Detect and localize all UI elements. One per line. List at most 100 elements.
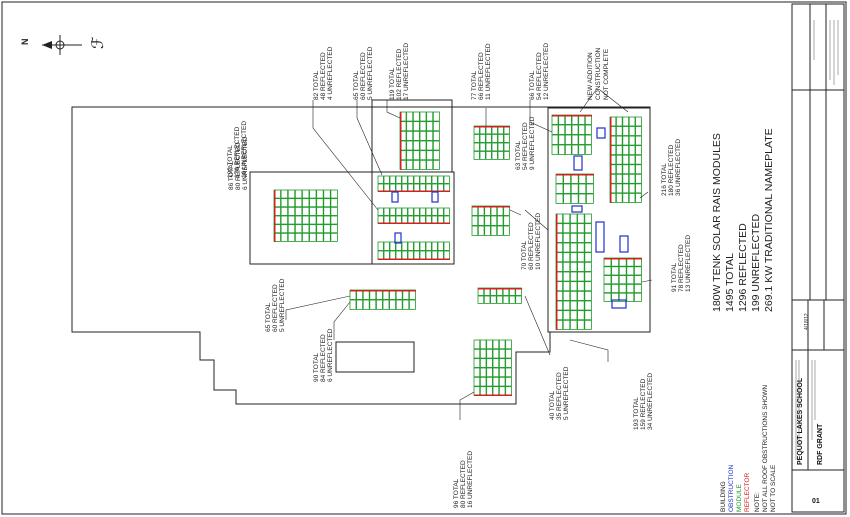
solar-module xyxy=(383,215,390,224)
solar-module xyxy=(570,193,579,204)
solar-module xyxy=(395,241,402,251)
solar-module xyxy=(564,134,572,145)
solar-module xyxy=(401,241,408,251)
solar-module xyxy=(586,183,594,194)
solar-module xyxy=(473,134,480,143)
solar-module xyxy=(634,266,642,276)
solar-module xyxy=(316,215,324,225)
solar-module xyxy=(584,281,592,292)
array-label-total: 65 TOTAL xyxy=(353,70,360,100)
solar-module xyxy=(497,151,504,160)
solar-module xyxy=(486,348,493,359)
leader-line xyxy=(579,89,597,113)
obstruction xyxy=(573,155,583,171)
solar-module xyxy=(323,206,331,216)
array-label-unreflected: 36 UNREFLECTED xyxy=(675,139,682,196)
array-label-reflected: 159 REFLECTED xyxy=(640,378,647,430)
solar-module xyxy=(483,295,491,304)
solar-module xyxy=(584,271,592,282)
solar-module xyxy=(419,250,426,260)
solar-module xyxy=(486,358,493,368)
obstruction xyxy=(619,235,629,253)
array-label-total: 66 TOTAL xyxy=(529,70,536,100)
solar-module xyxy=(323,198,331,208)
solar-module xyxy=(616,183,623,194)
solar-module xyxy=(383,175,390,184)
array-label-unreflected: 9 UNREFLECTED xyxy=(529,116,536,170)
solar-module xyxy=(577,281,585,292)
solar-module xyxy=(479,134,486,143)
solar-module xyxy=(377,175,384,184)
solar-module xyxy=(287,206,296,216)
module-array xyxy=(603,257,642,302)
leader-line xyxy=(524,209,549,231)
summary-line: 199 UNREFLECTED xyxy=(750,214,762,312)
solar-module xyxy=(570,223,578,234)
north-arrow-icon: N ℱ xyxy=(20,35,107,55)
solar-module xyxy=(551,134,559,145)
solar-module xyxy=(584,232,592,243)
solar-module xyxy=(578,134,586,145)
solar-module xyxy=(616,145,623,156)
solar-module xyxy=(389,183,396,192)
solar-module xyxy=(603,283,612,293)
legend-module: MODULE xyxy=(736,484,743,512)
solar-module xyxy=(473,358,481,368)
solar-module xyxy=(626,266,635,276)
solar-module xyxy=(570,271,578,282)
solar-module xyxy=(406,121,414,132)
reflector xyxy=(378,258,450,260)
solar-module xyxy=(406,140,414,151)
solar-module xyxy=(431,175,438,184)
legend: BUILDING OBSTRUCTION MODULE REFLECTOR NO… xyxy=(720,385,777,512)
solar-module xyxy=(505,358,512,368)
solar-module xyxy=(584,213,592,224)
solar-module xyxy=(618,292,627,302)
solar-module xyxy=(426,140,434,151)
solar-module xyxy=(473,151,480,160)
leader-line xyxy=(356,100,383,176)
solar-module xyxy=(505,348,512,359)
solar-module xyxy=(302,224,310,234)
solar-module xyxy=(622,116,629,127)
module-array xyxy=(473,125,510,160)
solar-module xyxy=(425,250,432,260)
solar-module xyxy=(558,144,566,155)
roof-obstruction xyxy=(335,341,415,373)
solar-module xyxy=(443,215,450,224)
solar-module xyxy=(431,183,438,192)
solar-module xyxy=(635,145,642,156)
solar-module xyxy=(316,232,324,242)
solar-module xyxy=(323,232,331,242)
solar-module xyxy=(577,232,585,243)
solar-module xyxy=(294,189,303,199)
solar-module xyxy=(571,124,579,135)
solar-module xyxy=(584,252,592,263)
solar-module xyxy=(412,140,420,151)
solar-module xyxy=(477,215,485,226)
array-label-total: 77 TOTAL xyxy=(471,70,478,100)
solar-module xyxy=(486,376,493,387)
array-label-unreflected: 16 UNREFLECTED xyxy=(467,451,474,508)
solar-module xyxy=(413,215,420,224)
solar-module xyxy=(496,215,504,226)
svg-text:ℱ: ℱ xyxy=(90,36,107,49)
solar-module xyxy=(498,376,506,387)
solar-module xyxy=(401,207,408,216)
solar-module xyxy=(479,142,486,152)
solar-module xyxy=(406,159,414,170)
solar-module xyxy=(302,206,310,216)
legend-reflector: REFLECTOR xyxy=(744,472,751,512)
solar-module xyxy=(628,135,636,146)
solar-module xyxy=(294,232,303,242)
module-arrays xyxy=(273,111,642,396)
solar-module xyxy=(280,232,289,242)
solar-module xyxy=(562,232,571,243)
solar-module xyxy=(473,376,481,387)
solar-module xyxy=(369,299,377,310)
solar-module xyxy=(479,358,487,368)
reflector xyxy=(378,222,450,224)
